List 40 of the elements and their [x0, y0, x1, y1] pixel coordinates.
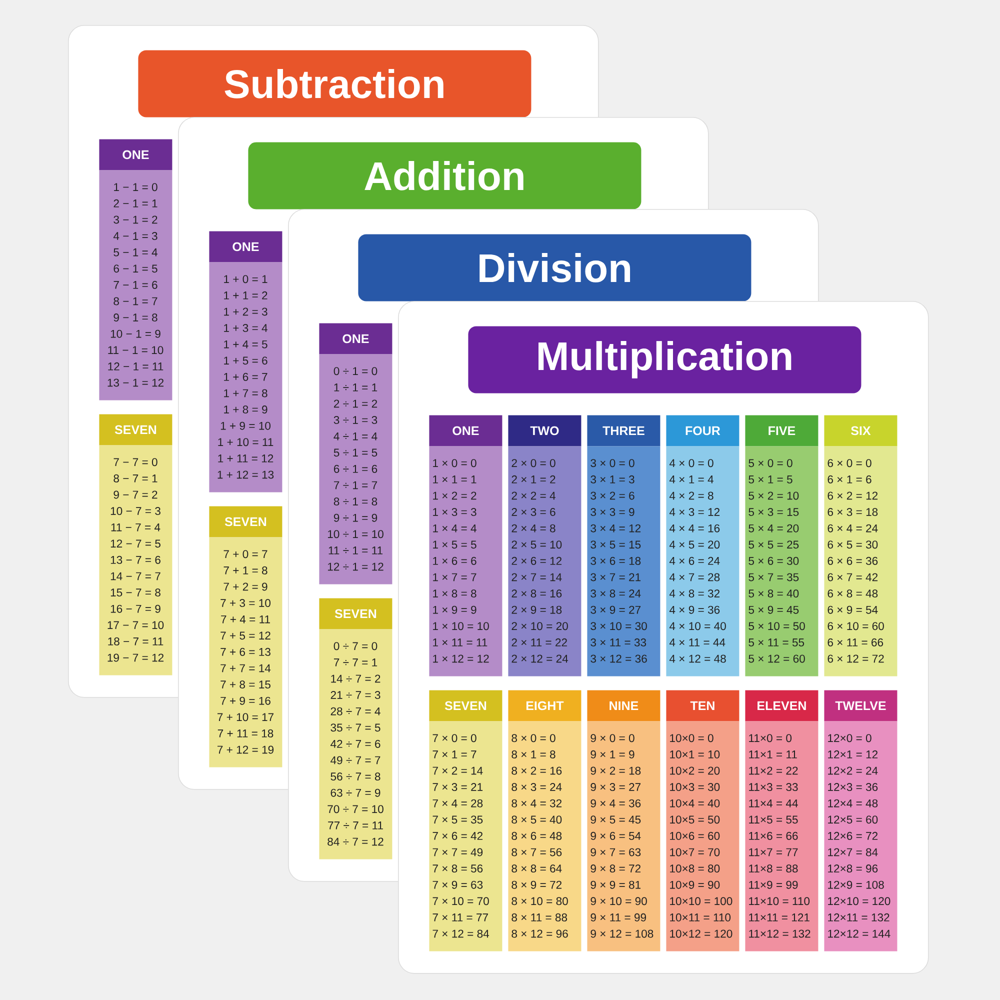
table-column: 1 + 0 = 1 1 + 1 = 2 1 + 2 = 3 1 + 3 = 4 1 + 4 = 5 1 + 5 = 6 1 + 6 = 7 1 + 7 = 8 1 + 8 = 9 1 + 9 = 10 1 + 10 = 11 1 + 11 = 12 1 + 12 = 13 — [209, 262, 282, 492]
column-header: TEN — [666, 690, 740, 722]
table-column: 12×0 = 0 12×1 = 12 12×2 = 24 12×3 = 36 12×4 = 48 12×5 = 60 12×6 = 72 12×7 = 84 12×8 = 96 12×9 = 108 12×10 = 120 12×11 = 132 12×12 = 144 — [824, 721, 898, 952]
title-banner: Multiplication — [468, 326, 862, 394]
table-column: 6 × 0 = 0 6 × 1 = 6 6 × 2 = 12 6 × 3 = 18 6 × 4 = 24 6 × 5 = 30 6 × 6 = 36 6 × 7 = 42 6 × 8 = 48 6 × 9 = 54 6 × 10 = 60 6 × 11 = 66 6 × 12 = 72 — [824, 446, 898, 676]
column-header: FIVE — [745, 415, 818, 446]
column-header: NINE — [587, 690, 660, 722]
column-header: TWELVE — [824, 690, 898, 722]
table-column: 4 × 0 = 0 4 × 1 = 4 4 × 2 = 8 4 × 3 = 12 4 × 4 = 16 4 × 5 = 20 4 × 6 = 24 4 × 7 = 28 4 × 8 = 32 4 × 9 = 36 4 × 10 = 40 4 × 11 = 44 4 × 12 = 48 — [666, 446, 740, 676]
column-header: THREE — [587, 415, 660, 446]
column-header: SEVEN — [319, 598, 392, 630]
table-column: 1 × 0 = 0 1 × 1 = 1 1 × 2 = 2 1 × 3 = 3 1 × 4 = 4 1 × 5 = 5 1 × 6 = 6 1 × 7 = 7 1 × 8 = 8 1 × 9 = 9 1 × 10 = 10 1 × 11 = 11 1 × 12 = 12 — [429, 446, 502, 676]
column-header: SEVEN — [209, 506, 282, 538]
column-header: ONE — [319, 323, 392, 354]
table-column: 0 ÷ 7 = 0 7 ÷ 7 = 1 14 ÷ 7 = 2 21 ÷ 7 = 3 28 ÷ 7 = 4 35 ÷ 7 = 5 42 ÷ 7 = 6 49 ÷ 7 = 7 56 ÷ 7 = 8 63 ÷ 7 = 9 70 ÷ 7 = 10 77 ÷ 7 = 11 84 ÷ 7 = 12 — [319, 629, 392, 860]
table-column: 2 × 0 = 0 2 × 1 = 2 2 × 2 = 4 2 × 3 = 6 2 × 4 = 8 2 × 5 = 10 2 × 6 = 12 2 × 7 = 14 2 × 8 = 16 2 × 9 = 18 2 × 10 = 20 2 × 11 = 22 2 × 12 = 24 — [508, 446, 582, 676]
table-column: 10×0 = 0 10×1 = 10 10×2 = 20 10×3 = 30 10×4 = 40 10×5 = 50 10×6 = 60 10×7 = 70 10×8 = 80 10×9 = 90 10×10 = 100 10×11 = 110 10×12 = 120 — [666, 721, 740, 952]
column-header: FOUR — [666, 415, 740, 446]
title-banner: Addition — [248, 142, 642, 210]
column-header: ONE — [99, 139, 172, 170]
title-banner: Division — [358, 234, 752, 302]
table-column: 0 ÷ 1 = 0 1 ÷ 1 = 1 2 ÷ 1 = 2 3 ÷ 1 = 3 4 ÷ 1 = 4 5 ÷ 1 = 5 6 ÷ 1 = 6 7 ÷ 1 = 7 8 ÷ 1 = 8 9 ÷ 1 = 9 10 ÷ 1 = 10 11 ÷ 1 = 11 12 ÷ 1 = 12 — [319, 354, 392, 584]
table-column: 5 × 0 = 0 5 × 1 = 5 5 × 2 = 10 5 × 3 = 15 5 × 4 = 20 5 × 5 = 25 5 × 6 = 30 5 × 7 = 35 5 × 8 = 40 5 × 9 = 45 5 × 10 = 50 5 × 11 = 55 5 × 12 = 60 — [745, 446, 818, 676]
column-header: SEVEN — [429, 690, 502, 722]
column-header: SEVEN — [99, 414, 172, 446]
table-column: 7 × 0 = 0 7 × 1 = 7 7 × 2 = 14 7 × 3 = 21 7 × 4 = 28 7 × 5 = 35 7 × 6 = 42 7 × 7 = 49 7 × 8 = 56 7 × 9 = 63 7 × 10 = 70 7 × 11 = 77 7 × 12 = 84 — [429, 721, 502, 952]
column-header: ONE — [429, 415, 502, 446]
column-header: ELEVEN — [745, 690, 818, 722]
table-column: 8 × 0 = 0 8 × 1 = 8 8 × 2 = 16 8 × 3 = 24 8 × 4 = 32 8 × 5 = 40 8 × 6 = 48 8 × 7 = 56 8 × 8 = 64 8 × 9 = 72 8 × 10 = 80 8 × 11 = 88 8 × 12 = 96 — [508, 721, 582, 952]
column-header: SIX — [824, 415, 898, 446]
column-header: ONE — [209, 231, 282, 262]
table-column: 9 × 0 = 0 9 × 1 = 9 9 × 2 = 18 9 × 3 = 27 9 × 4 = 36 9 × 5 = 45 9 × 6 = 54 9 × 7 = 63 9 × 8 = 72 9 × 9 = 81 9 × 10 = 90 9 × 11 = 99 9 × 12 = 108 — [587, 721, 660, 952]
column-header: EIGHT — [508, 690, 582, 722]
table-column: 3 × 0 = 0 3 × 1 = 3 3 × 2 = 6 3 × 3 = 9 3 × 4 = 12 3 × 5 = 15 3 × 6 = 18 3 × 7 = 21 3 × 8 = 24 3 × 9 = 27 3 × 10 = 30 3 × 11 = 33 3 × 12 = 36 — [587, 446, 660, 676]
table-column: 11×0 = 0 11×1 = 11 11×2 = 22 11×3 = 33 11×4 = 44 11×5 = 55 11×6 = 66 11×7 = 77 11×8 = 88 11×9 = 99 11×10 = 110 11×11 = 121 11×12 = 132 — [745, 721, 818, 952]
table-column: 7 − 7 = 0 8 − 7 = 1 9 − 7 = 2 10 − 7 = 3 11 − 7 = 4 12 − 7 = 5 13 − 7 = 6 14 − 7 = 7 15 − 7 = 8 16 − 7 = 9 17 − 7 = 10 18 − 7 = 11 19 − 7 = 12 — [99, 445, 172, 676]
column-header: TWO — [508, 415, 582, 446]
table-column: 7 + 0 = 7 7 + 1 = 8 7 + 2 = 9 7 + 3 = 10 7 + 4 = 11 7 + 5 = 12 7 + 6 = 13 7 + 7 = 14 7 + 8 = 15 7 + 9 = 16 7 + 10 = 17 7 + 11 = 18 7 + 12 = 19 — [209, 537, 282, 768]
table-column: 1 − 1 = 0 2 − 1 = 1 3 − 1 = 2 4 − 1 = 3 5 − 1 = 4 6 − 1 = 5 7 − 1 = 6 8 − 1 = 7 9 − 1 = 8 10 − 1 = 9 11 − 1 = 10 12 − 1 = 11 13 − 1 = 12 — [99, 170, 172, 400]
title-banner: Subtraction — [138, 50, 532, 118]
